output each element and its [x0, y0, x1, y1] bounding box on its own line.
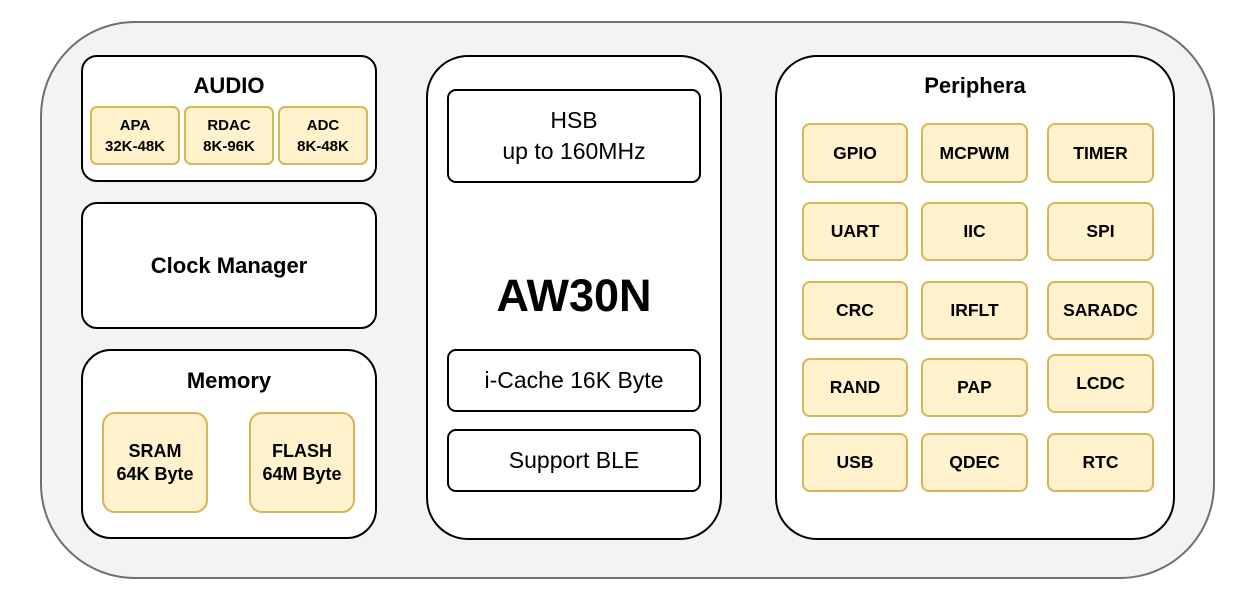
- peripheral-mcpwm: MCPWM: [921, 123, 1028, 183]
- memory-chip-flash: FLASH 64M Byte: [249, 412, 355, 513]
- chip-name: AW30N: [496, 270, 652, 321]
- peripheral-rtc: RTC: [1047, 433, 1154, 492]
- clock-manager-panel: Clock Manager: [81, 202, 377, 329]
- peripheral-usb: USB: [802, 433, 908, 492]
- audio-chip-rate: 32K-48K: [104, 137, 166, 155]
- memory-chip-size: 64M Byte: [262, 463, 342, 484]
- memory-chip-label: SRAM: [128, 440, 182, 461]
- peripheral-title: Periphera: [924, 73, 1026, 98]
- clock-manager-label: Clock Manager: [150, 252, 308, 278]
- peripheral-pap: PAP: [921, 358, 1028, 417]
- peripheral-rand: RAND: [802, 358, 908, 417]
- ble-label: Support BLE: [508, 447, 640, 473]
- cache-label: i-Cache 16K Byte: [484, 367, 664, 393]
- hsb-box: HSB up to 160MHz: [447, 89, 701, 183]
- peripheral-crc: CRC: [802, 281, 908, 340]
- audio-chip-apa: APA 32K-48K: [90, 106, 180, 165]
- peripheral-qdec: QDEC: [921, 433, 1028, 492]
- hsb-frequency: up to 160MHz: [502, 138, 646, 164]
- audio-chip-adc: ADC 8K-48K: [278, 106, 368, 165]
- audio-chip-rate: 8K-48K: [297, 137, 349, 155]
- peripheral-saradc: SARADC: [1047, 281, 1154, 340]
- peripheral-irflt: IRFLT: [921, 281, 1028, 340]
- peripheral-uart: UART: [802, 202, 908, 261]
- memory-chip-sram: SRAM 64K Byte: [102, 412, 208, 513]
- hsb-label: HSB: [550, 107, 598, 133]
- memory-chip-size: 64K Byte: [116, 463, 194, 484]
- memory-title: Memory: [186, 368, 272, 393]
- audio-chip-label: APA: [119, 116, 151, 134]
- cache-box: i-Cache 16K Byte: [447, 349, 701, 412]
- audio-chip-label: RDAC: [207, 116, 251, 134]
- audio-chip-label: ADC: [306, 116, 340, 134]
- audio-title: AUDIO: [193, 73, 265, 98]
- peripheral-spi: SPI: [1047, 202, 1154, 261]
- ble-box: Support BLE: [447, 429, 701, 492]
- peripheral-iic: IIC: [921, 202, 1028, 261]
- memory-chip-label: FLASH: [272, 440, 332, 461]
- peripheral-timer: TIMER: [1047, 123, 1154, 183]
- audio-chip-rdac: RDAC 8K-96K: [184, 106, 274, 165]
- peripheral-gpio: GPIO: [802, 123, 908, 183]
- peripheral-lcdc: LCDC: [1047, 354, 1154, 413]
- audio-chip-rate: 8K-96K: [203, 137, 255, 155]
